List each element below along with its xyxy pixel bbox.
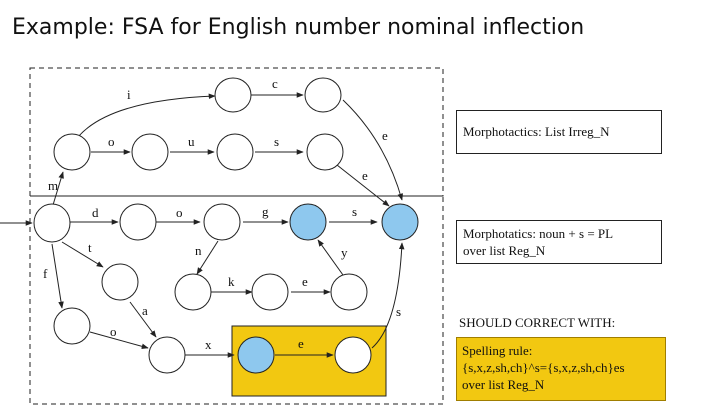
label-i: i	[127, 87, 131, 102]
spelling-rule-line-3: over list Reg_N	[462, 377, 545, 392]
edge-e-mid	[336, 164, 390, 207]
irregular-region	[29, 67, 444, 197]
spelling-rule-line-1: Spelling rule:	[462, 343, 533, 358]
irreg-annotation-box: Morphotactics: List Irreg_N	[456, 110, 662, 154]
label-c: c	[272, 76, 278, 91]
state-d	[119, 203, 157, 241]
state-g-accepting	[289, 203, 327, 241]
label-m: m	[48, 178, 58, 193]
edge-f	[51, 243, 64, 309]
label-s-1: s	[274, 134, 279, 149]
state-o-3	[148, 336, 186, 374]
label-a: a	[142, 303, 148, 318]
state-final-accepting	[381, 203, 419, 241]
edge-o-3	[89, 331, 149, 350]
state-o-1	[131, 133, 169, 171]
state-i	[214, 77, 252, 113]
edge-s-up	[371, 242, 405, 349]
state-c	[304, 77, 342, 113]
label-d: d	[92, 205, 99, 220]
edge-start-m	[52, 171, 64, 206]
state-t	[101, 263, 139, 301]
regular-region	[29, 195, 444, 405]
state-e-box	[334, 336, 372, 374]
state-f	[53, 307, 91, 345]
label-e-mid: e	[362, 168, 368, 183]
label-g: g	[262, 204, 269, 219]
spelling-rule-line-2: {s,x,z,sh,ch}^s={s,x,z,sh,ch}es	[462, 360, 625, 375]
label-f: f	[43, 266, 48, 281]
edge-a	[129, 301, 157, 338]
label-o-1: o	[108, 134, 115, 149]
label-s-up: s	[396, 304, 401, 319]
label-n: n	[195, 243, 202, 258]
state-s-1	[306, 133, 344, 171]
label-u: u	[188, 134, 195, 149]
state-o-2	[203, 203, 241, 241]
label-t: t	[88, 240, 92, 255]
edge-t	[61, 241, 104, 268]
label-e-top: e	[382, 128, 388, 143]
state-n	[174, 273, 212, 311]
state-e-low	[330, 273, 368, 311]
label-o-2: o	[176, 205, 183, 220]
label-k: k	[228, 274, 235, 289]
slide-title: Example: FSA for English number nominal …	[12, 15, 585, 40]
label-y: y	[341, 245, 348, 260]
state-u	[216, 133, 254, 171]
reg-annotation-line-1: Morphotatics: noun + s = PL	[463, 226, 614, 241]
state-start	[33, 203, 71, 243]
label-s-2: s	[352, 204, 357, 219]
reg-annotation-line-2: over list Reg_N	[463, 243, 546, 258]
label-e-low: e	[302, 274, 308, 289]
state-irreg-1	[53, 133, 91, 171]
label-o-3: o	[110, 324, 117, 339]
label-x: x	[205, 337, 212, 352]
state-k	[251, 273, 289, 311]
edge-n	[196, 240, 219, 275]
edge-y	[317, 239, 344, 276]
edge-e-top	[342, 99, 403, 201]
edge-top-i	[77, 93, 216, 138]
state-x-accepting	[237, 336, 275, 374]
label-e-box: e	[298, 336, 304, 351]
should-correct-label: SHOULD CORRECT WITH:	[459, 315, 616, 330]
irreg-annotation-text: Morphotactics: List Irreg_N	[463, 124, 610, 139]
spelling-rule-box: Spelling rule: {s,x,z,sh,ch}^s={s,x,z,sh…	[456, 337, 666, 401]
reg-annotation-box: Morphotatics: noun + s = PL over list Re…	[456, 220, 662, 264]
